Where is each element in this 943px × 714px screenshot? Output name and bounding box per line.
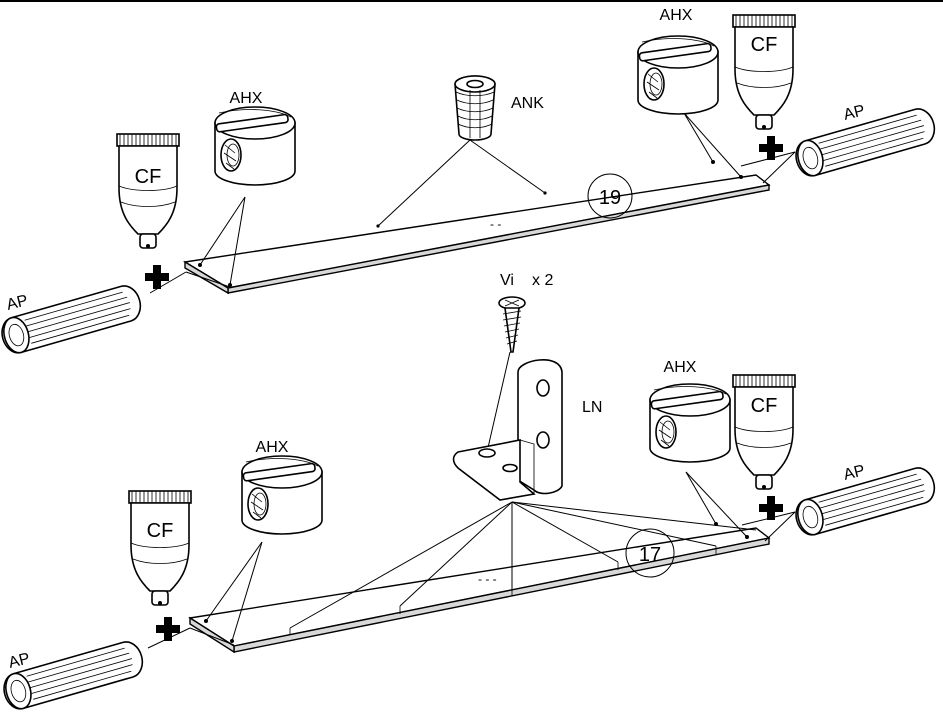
label-cf: CF — [751, 395, 778, 417]
glue-tube-icon — [116, 133, 180, 249]
top-board-dots: - - — [490, 217, 501, 231]
glue-tube-icon — [732, 14, 796, 130]
part-number-19: 19 — [587, 173, 633, 219]
label-cf: CF — [135, 166, 162, 188]
screw-icon — [498, 296, 526, 353]
label-ln: LN — [582, 399, 602, 416]
label-cf: CF — [147, 520, 174, 542]
glue-tube-icon — [732, 374, 796, 490]
cam-lock-icon — [637, 35, 719, 115]
cam-lock-icon — [214, 106, 296, 186]
part-number-17-text: 17 — [639, 544, 661, 566]
label-ap: AP — [842, 462, 867, 484]
dowel-pin-icon — [0, 637, 148, 714]
part-number-19-text: 19 — [599, 187, 621, 209]
bottom-step: - - - 17 — [0, 272, 940, 714]
label-ahx: AHX — [660, 7, 693, 24]
top-step: - - 19 AP CF AHX — [0, 7, 940, 358]
plus-icon — [156, 617, 180, 641]
label-ahx: AHX — [256, 439, 289, 456]
top-leaders — [149, 112, 796, 294]
label-ap: AP — [7, 650, 32, 672]
label-ap: AP — [842, 102, 867, 124]
part-number-17: 17 — [625, 528, 675, 578]
cam-lock-icon — [649, 383, 731, 463]
top-board — [182, 174, 771, 295]
label-ank: ANK — [511, 95, 544, 112]
plus-icon — [759, 496, 783, 520]
cam-lock-icon — [241, 455, 323, 535]
plus-icon — [145, 265, 169, 289]
bracket-icon — [452, 359, 563, 501]
anchor-icon — [454, 75, 496, 141]
bottom-board — [188, 527, 771, 654]
label-ahx: AHX — [664, 359, 697, 376]
label-quantity: x 2 — [532, 272, 553, 289]
glue-tube-icon — [128, 490, 192, 606]
label-ap: AP — [5, 292, 30, 314]
label-cf: CF — [751, 34, 778, 56]
label-ahx: AHX — [230, 90, 263, 107]
bottom-board-dots: - - - — [478, 572, 497, 586]
label-vi: Vi — [500, 272, 514, 289]
